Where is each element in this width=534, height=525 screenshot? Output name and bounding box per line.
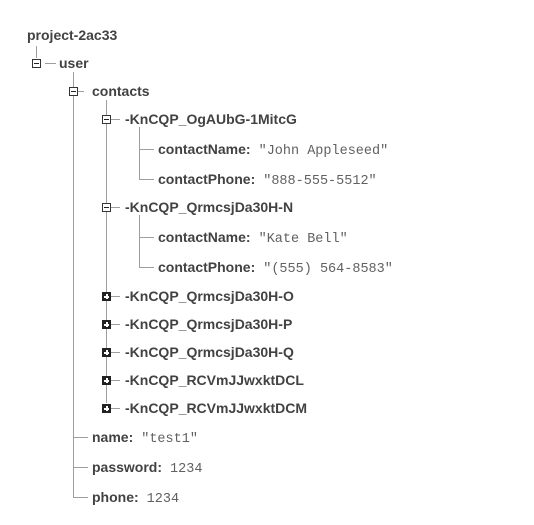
user-name-row[interactable]: name: "test1" (92, 428, 198, 447)
contact-1-collapse-toggle[interactable] (102, 115, 111, 124)
field-value[interactable]: 1234 (170, 462, 203, 477)
contact-5-expand-toggle[interactable] (102, 348, 111, 357)
contact-2-name-row[interactable]: contactName: "Kate Bell" (158, 228, 348, 247)
field-value[interactable]: "John Appleseed" (258, 144, 389, 159)
contact-7-expand-toggle[interactable] (102, 404, 111, 413)
minus-box-icon (104, 119, 109, 120)
contact-4-expand-toggle[interactable] (102, 320, 111, 329)
field-key: password: (92, 459, 163, 475)
field-key: contactPhone: (158, 259, 256, 275)
user-phone-row[interactable]: phone: 1234 (92, 488, 180, 507)
contact-2-collapse-toggle[interactable] (102, 203, 111, 212)
minus-box-icon (104, 207, 109, 208)
contact-6-expand-toggle[interactable] (102, 376, 111, 385)
minus-box-icon (71, 91, 76, 92)
field-key: contactName: (158, 141, 251, 157)
user-collapse-toggle[interactable] (32, 59, 41, 68)
contact-1-key[interactable]: -KnCQP_OgAUbG-1MitcG (125, 111, 297, 127)
contact-1-phone-row[interactable]: contactPhone: "888-555-5512" (158, 170, 377, 189)
user-password-row[interactable]: password: 1234 (92, 458, 203, 477)
field-key: phone: (92, 489, 139, 505)
field-value[interactable]: "(555) 564-8583" (263, 262, 393, 277)
contact-5-key[interactable]: -KnCQP_QrmcsjDa30H-Q (125, 344, 294, 360)
contact-3-expand-toggle[interactable] (102, 292, 111, 301)
contact-4-key[interactable]: -KnCQP_QrmcsjDa30H-P (125, 316, 293, 332)
contact-1-name-row[interactable]: contactName: "John Appleseed" (158, 140, 389, 159)
contact-2-key[interactable]: -KnCQP_QrmcsjDa30H-N (125, 199, 294, 215)
contact-6-key[interactable]: -KnCQP_RCVmJJwxktDCL (125, 372, 304, 388)
project-root-label[interactable]: project-2ac33 (27, 27, 118, 43)
contacts-collapse-toggle[interactable] (69, 87, 78, 96)
field-key: name: (92, 429, 134, 445)
field-value[interactable]: "888-555-5512" (263, 174, 377, 189)
field-value[interactable]: 1234 (146, 492, 180, 507)
field-key: contactName: (158, 229, 251, 245)
contact-2-phone-row[interactable]: contactPhone: "(555) 564-8583" (158, 258, 393, 277)
field-key: contactPhone: (158, 171, 256, 187)
contact-7-key[interactable]: -KnCQP_RCVmJJwxktDCM (125, 400, 308, 416)
user-node-label[interactable]: user (59, 55, 89, 71)
contact-3-key[interactable]: -KnCQP_QrmcsjDa30H-O (125, 288, 294, 304)
field-value[interactable]: "test1" (141, 432, 198, 447)
minus-box-icon (34, 63, 39, 64)
contacts-node-label[interactable]: contacts (92, 83, 150, 99)
field-value[interactable]: "Kate Bell" (258, 232, 348, 247)
